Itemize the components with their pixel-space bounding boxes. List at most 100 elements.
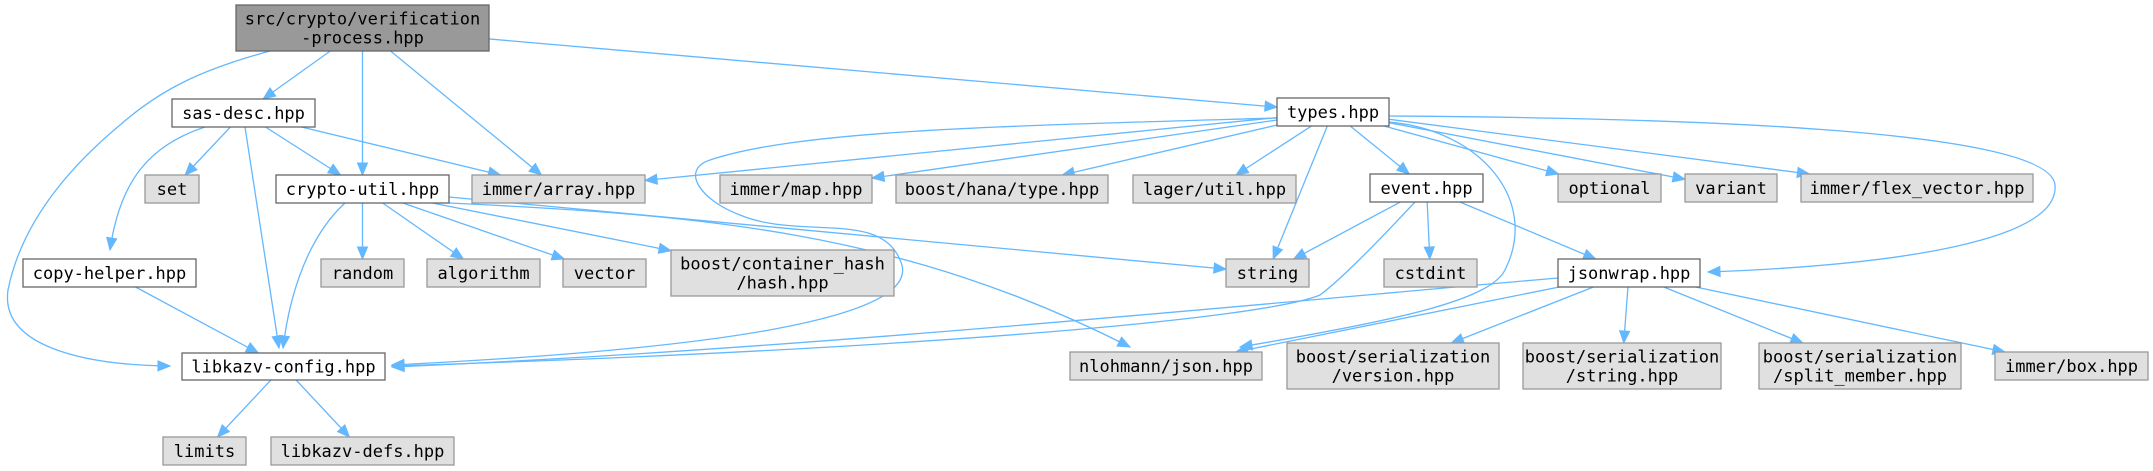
node-box — [670, 249, 895, 297]
node-nlohmann[interactable]: nlohmann/json.hpp — [1069, 351, 1263, 381]
node-label: limits — [174, 442, 235, 462]
edge-line — [1388, 122, 1686, 180]
node-ssplit[interactable]: boost/serialization/split_member.hpp — [1758, 342, 1962, 390]
node-hana[interactable]: boost/hana/type.hpp — [895, 174, 1109, 204]
edge-line — [262, 50, 331, 100]
node-box — [426, 258, 541, 288]
node-label: /split_member.hpp — [1773, 367, 1947, 387]
node-algorithm[interactable]: algorithm — [426, 258, 541, 288]
arrowhead-icon — [356, 246, 369, 261]
node-defs[interactable]: libkazv-defs.hpp — [270, 436, 455, 466]
node-label: libkazv-defs.hpp — [281, 442, 445, 462]
node-box — [1557, 173, 1662, 203]
edge-line — [644, 116, 1278, 182]
arrowhead-icon — [1450, 333, 1466, 344]
arrowhead-icon — [184, 161, 198, 176]
node-box — [1132, 174, 1297, 204]
edge-config-to-defs — [295, 379, 351, 438]
edge-event-to-string — [1292, 201, 1401, 260]
arrowhead-icon — [106, 236, 118, 252]
node-chash[interactable]: boost/container_hash/hash.hpp — [670, 249, 895, 297]
node-label: boost/serialization — [1525, 348, 1719, 368]
edge-cutil-to-string — [448, 196, 1228, 274]
edge-line — [402, 202, 565, 260]
node-limits[interactable]: limits — [162, 436, 247, 466]
node-iarray[interactable]: immer/array.hpp — [471, 174, 646, 204]
edge-line — [391, 117, 1278, 366]
edge-line — [1388, 118, 1810, 175]
arrowhead-icon — [1706, 265, 1721, 278]
node-string[interactable]: string — [1225, 258, 1310, 288]
node-label: optional — [1569, 179, 1651, 199]
node-variant[interactable]: variant — [1684, 173, 1778, 203]
arrowhead-icon — [216, 423, 231, 438]
edge-line — [265, 126, 341, 176]
node-box — [320, 258, 405, 288]
node-imap[interactable]: immer/map.hpp — [719, 174, 873, 204]
edge-jsonwrap-to-config — [390, 277, 1559, 373]
arrowhead-icon — [870, 170, 886, 183]
node-ibox[interactable]: immer/box.hpp — [1994, 351, 2149, 381]
node-box — [1522, 342, 1722, 390]
arrowhead-icon — [278, 334, 291, 350]
node-box — [235, 4, 490, 52]
edge-line — [1663, 286, 1804, 344]
node-random[interactable]: random — [320, 258, 405, 288]
edge-line — [1239, 121, 1516, 348]
node-label: boost/serialization — [1296, 348, 1490, 368]
node-label: set — [157, 180, 188, 200]
arrowhead-icon — [336, 423, 351, 438]
edge-types-to-string — [1272, 125, 1328, 261]
node-label: immer/flex_vector.hpp — [1810, 179, 2025, 199]
arrowhead-icon — [1671, 171, 1687, 183]
edge-line — [1451, 286, 1594, 344]
node-flex[interactable]: immer/flex_vector.hpp — [1800, 173, 2034, 203]
node-optional[interactable]: optional — [1557, 173, 1662, 203]
node-root[interactable]: src/crypto/verification-process.hpp — [235, 4, 490, 52]
node-config[interactable]: libkazv-config.hpp — [181, 352, 386, 381]
node-box — [1276, 97, 1390, 127]
node-label: -process.hpp — [301, 29, 424, 49]
edge-root-to-types — [488, 38, 1279, 112]
node-types[interactable]: types.hpp — [1276, 97, 1390, 127]
edge-line — [1695, 286, 2006, 353]
edge-sas-to-set — [184, 126, 231, 176]
node-sver[interactable]: boost/serialization/version.hpp — [1286, 342, 1500, 390]
node-copy[interactable]: copy-helper.hpp — [22, 258, 197, 288]
node-jsonwrap[interactable]: jsonwrap.hpp — [1557, 258, 1701, 288]
node-lager[interactable]: lager/util.hpp — [1132, 174, 1297, 204]
node-sstr[interactable]: boost/serialization/string.hpp — [1522, 342, 1722, 390]
edge-cutil-to-vector — [402, 202, 566, 261]
node-box — [1758, 342, 1962, 390]
edge-sas-to-config — [244, 126, 283, 350]
edge-cutil-to-nlohmann — [448, 202, 1132, 348]
node-label: boost/serialization — [1763, 348, 1957, 368]
arrowhead-icon — [271, 334, 283, 350]
node-event[interactable]: event.hpp — [1369, 173, 1484, 203]
node-label: src/crypto/verification — [245, 10, 480, 30]
edge-root-to-iarray — [390, 50, 543, 176]
node-vector[interactable]: vector — [562, 258, 647, 288]
node-label: lager/util.hpp — [1143, 180, 1286, 200]
edge-sas-to-cutil — [265, 126, 342, 176]
arrowhead-icon — [326, 163, 342, 176]
arrowhead-icon — [1544, 165, 1560, 177]
edge-jsonwrap-to-sver — [1450, 286, 1594, 344]
edge-line — [1272, 125, 1328, 260]
node-box — [562, 258, 647, 288]
node-label: nlohmann/json.hpp — [1079, 357, 1253, 377]
node-box — [1225, 258, 1310, 288]
node-sas[interactable]: sas-desc.hpp — [171, 98, 316, 128]
node-cstdint[interactable]: cstdint — [1383, 258, 1478, 288]
arrowhead-icon — [390, 360, 405, 373]
node-label: jsonwrap.hpp — [1568, 264, 1691, 284]
node-box — [270, 436, 455, 466]
node-label: libkazv-config.hpp — [191, 358, 375, 378]
node-label: string — [1237, 264, 1298, 284]
edge-types-to-jsonwrap — [1388, 115, 2056, 278]
node-cutil[interactable]: crypto-util.hpp — [275, 174, 450, 204]
edge-cutil-to-config — [278, 202, 346, 350]
node-set[interactable]: set — [144, 174, 200, 204]
